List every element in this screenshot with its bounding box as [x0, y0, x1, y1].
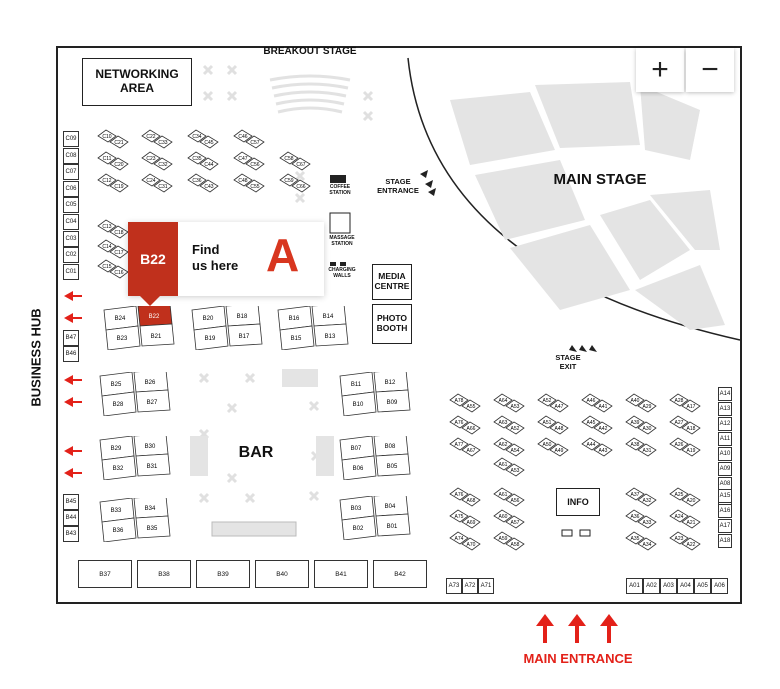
booth-a12[interactable]: A12: [718, 417, 732, 431]
main-stage-boundary: [407, 57, 741, 341]
popup-pointer: [140, 296, 160, 306]
business-hub-arrow-icon: [64, 313, 73, 323]
booth-c06[interactable]: C06: [63, 180, 79, 197]
booth-a73[interactable]: A73: [446, 578, 462, 594]
popup-text: Find us here: [192, 242, 238, 275]
booth-a05[interactable]: A05: [694, 578, 711, 594]
booth-c02[interactable]: C02: [63, 247, 79, 264]
booth-c07[interactable]: C07: [63, 164, 79, 181]
booth-b44[interactable]: B44: [63, 510, 79, 526]
coffee-station-label: COFFEE STATION: [329, 184, 351, 196]
booth-c03[interactable]: C03: [63, 230, 79, 247]
stage-exit-label: STAGE EXIT: [555, 353, 581, 371]
main-stage-seating: [450, 82, 725, 330]
business-hub-arrow-icon: [64, 375, 73, 385]
main-entrance-arrows-icon: [536, 614, 618, 643]
main-stage-label: MAIN STAGE: [553, 171, 647, 188]
business-hub-arrow-icon: [64, 291, 73, 301]
booth-a71[interactable]: A71: [478, 578, 494, 594]
booth-c01[interactable]: C01: [63, 263, 79, 280]
booth-b45[interactable]: B45: [63, 494, 79, 510]
popup-booth-badge: B22: [128, 222, 178, 296]
info-desk: INFO: [556, 488, 600, 516]
floor-plan-frame: [56, 46, 742, 604]
booth-b43[interactable]: B43: [63, 526, 79, 542]
booth-a14[interactable]: A14: [718, 387, 732, 401]
business-hub-arrow-icon: [64, 446, 73, 456]
charging-walls-label: CHARGING WALLS: [328, 267, 356, 279]
booth-a02[interactable]: A02: [643, 578, 660, 594]
booth-c08[interactable]: C08: [63, 147, 79, 164]
business-hub-arrow-icon: [64, 397, 73, 407]
stage-entrance-label: STAGE ENTRANCE: [377, 177, 419, 195]
breakout-stage-label: BREAKOUT STAGE: [263, 46, 357, 57]
booth-a04[interactable]: A04: [677, 578, 694, 594]
zoom-in-button[interactable]: +: [636, 48, 684, 92]
massage-station-label: MASSAGE STATION: [329, 235, 355, 247]
booth-a10[interactable]: A10: [718, 447, 732, 461]
booth-a01[interactable]: A01: [626, 578, 643, 594]
booth-b46[interactable]: B46: [63, 346, 79, 362]
booth-a03[interactable]: A03: [660, 578, 677, 594]
booth-a72[interactable]: A72: [462, 578, 478, 594]
booth-a18[interactable]: A18: [718, 534, 732, 548]
business-hub-arrow-icon: [64, 468, 73, 478]
booth-c09[interactable]: C09: [63, 131, 79, 147]
business-hub-label: BUSINESS HUB: [28, 308, 44, 407]
main-entrance-label: MAIN ENTRANCE: [523, 651, 633, 666]
popup-line1: Find: [192, 242, 220, 257]
booth-a13[interactable]: A13: [718, 402, 732, 416]
booth-a11[interactable]: A11: [718, 432, 732, 446]
bar-label: BAR: [238, 444, 274, 461]
zoom-out-button[interactable]: −: [686, 48, 734, 92]
booth-c04[interactable]: C04: [63, 214, 79, 230]
booth-a06[interactable]: A06: [711, 578, 728, 594]
booth-a09[interactable]: A09: [718, 462, 732, 476]
breakout-stage-seating: [269, 74, 351, 114]
networking-area: NETWORKING AREA: [82, 58, 192, 106]
photo-booth: PHOTO BOOTH: [372, 304, 412, 344]
popup-letter: A: [266, 229, 300, 281]
booth-c05[interactable]: C05: [63, 197, 79, 214]
table-markers: [198, 64, 374, 504]
booth-a15[interactable]: A15: [718, 489, 732, 503]
media-centre: MEDIA CENTRE: [372, 264, 412, 300]
popup-line2: us here: [192, 258, 239, 274]
booth-b47[interactable]: B47: [63, 330, 79, 346]
booth-a16[interactable]: A16: [718, 504, 732, 518]
booth-a17[interactable]: A17: [718, 519, 732, 533]
find-us-popup: B22 Find us here A: [128, 222, 324, 296]
